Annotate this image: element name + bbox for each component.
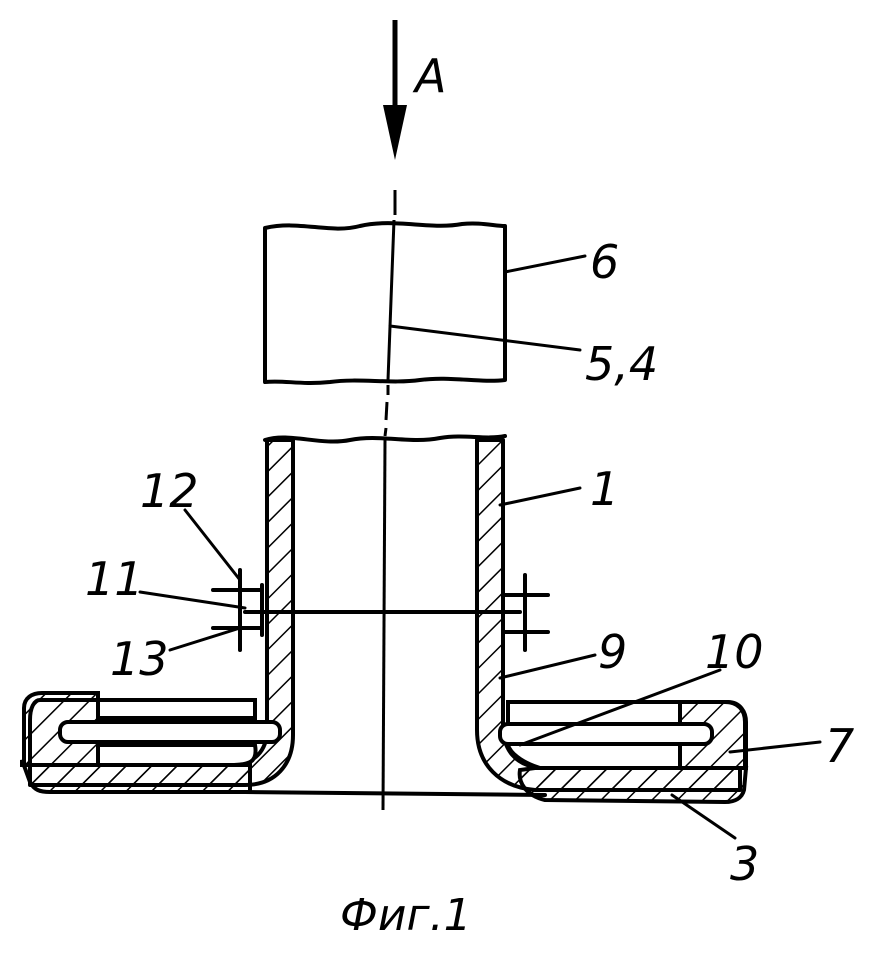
- label-9: 9: [598, 625, 627, 679]
- label-7: 7: [825, 719, 854, 773]
- label-12: 12: [140, 464, 199, 518]
- flange-right: [500, 702, 746, 802]
- label-6: 6: [590, 235, 619, 289]
- label-11: 11: [85, 552, 144, 606]
- view-label: A: [412, 49, 446, 103]
- label-13: 13: [110, 632, 169, 686]
- flange-left: [22, 693, 280, 792]
- label-3: 3: [730, 837, 759, 891]
- center-axis: [383, 190, 395, 810]
- base-line: [245, 792, 545, 795]
- label-1: 1: [590, 462, 619, 516]
- upper-block-6: [265, 223, 505, 383]
- label-5-4: 5,4: [585, 337, 658, 391]
- label-10: 10: [705, 625, 764, 679]
- figure-caption: Фиг.1: [340, 890, 472, 941]
- view-arrow: [383, 20, 407, 160]
